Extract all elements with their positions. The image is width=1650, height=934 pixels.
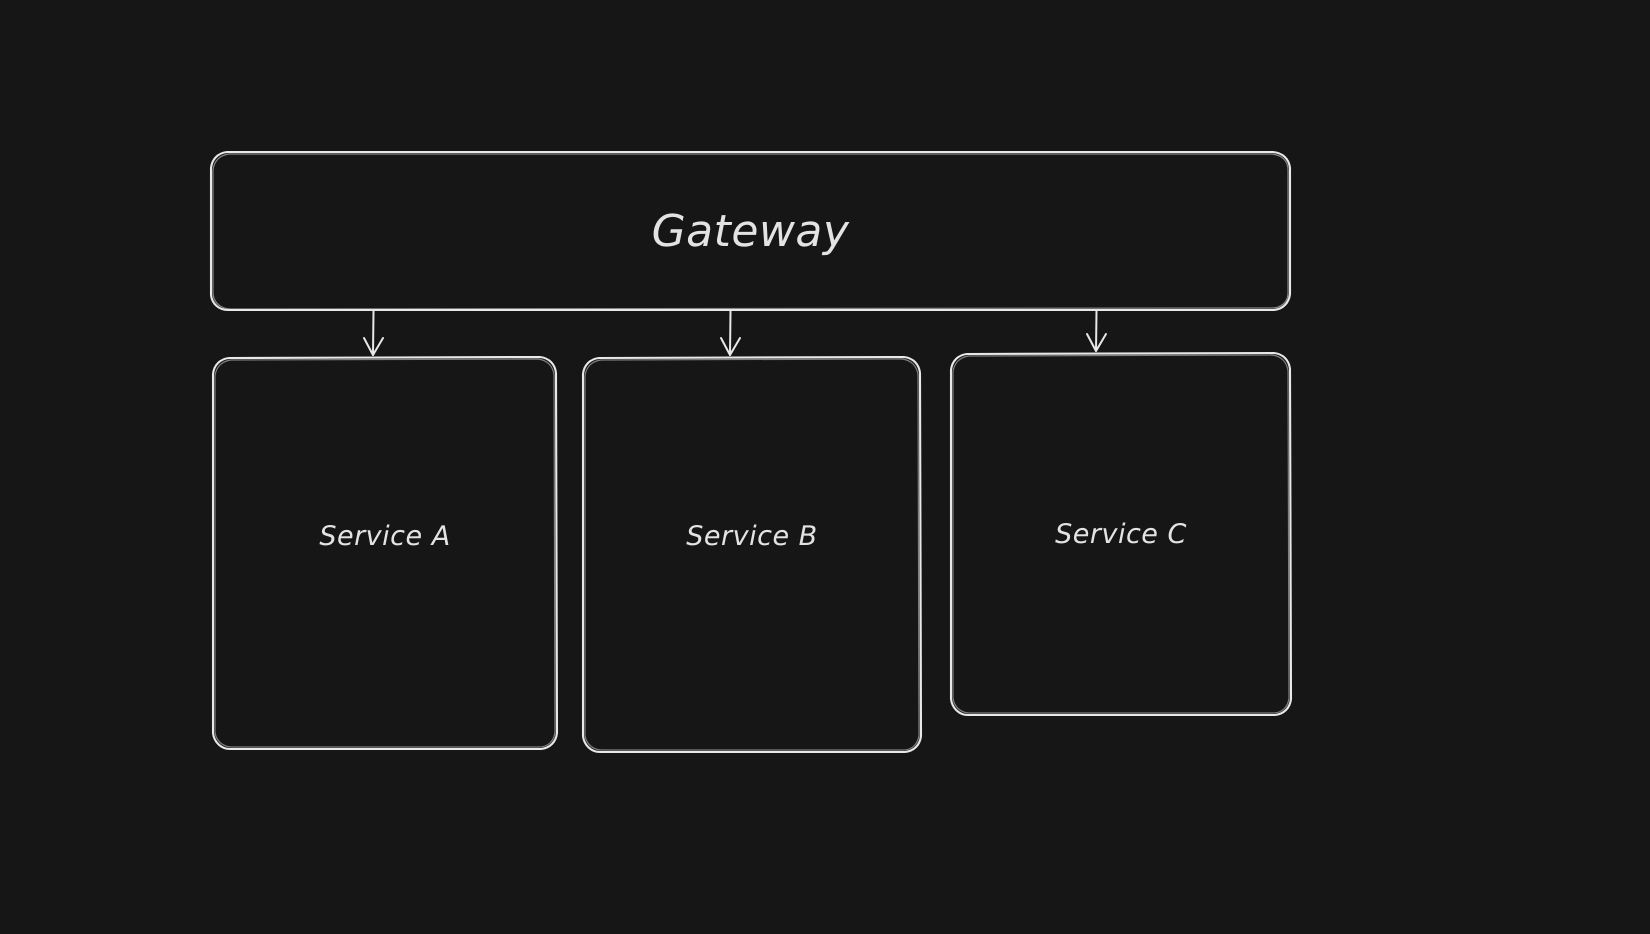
node-service-a[interactable] [211,355,559,751]
node-service-c-outline-sketch [952,354,1290,714]
node-service-c-label: Service C [1055,518,1187,550]
node-service-b-label: Service B [686,520,818,552]
node-gateway-outline [209,150,1292,312]
node-gateway-outline-sketch [212,153,1289,310]
edge-gateway-to-service-b-arrowhead [720,337,741,356]
edge-gateway-to-service-b-line [729,310,732,356]
edge-gateway-to-service-a-arrowhead [363,337,384,356]
node-service-a-label: Service A [319,520,451,552]
edge-gateway-to-service-a-line [372,310,375,356]
node-gateway[interactable] [209,150,1292,312]
edge-gateway-to-service-c [1086,310,1107,352]
node-service-c-outline [949,351,1293,717]
node-gateway-label: Gateway [651,205,850,257]
edge-gateway-to-service-b [720,310,741,356]
node-service-b[interactable] [581,355,923,754]
node-service-b-outline [581,355,923,754]
node-service-c[interactable] [949,351,1293,717]
edge-gateway-to-service-a [363,310,384,356]
node-service-a-outline [211,355,559,751]
edge-gateway-to-service-c-arrowhead [1086,333,1107,352]
edge-gateway-to-service-c-line [1095,310,1098,352]
node-service-b-outline-sketch [584,358,920,751]
node-service-a-outline-sketch [214,358,556,748]
